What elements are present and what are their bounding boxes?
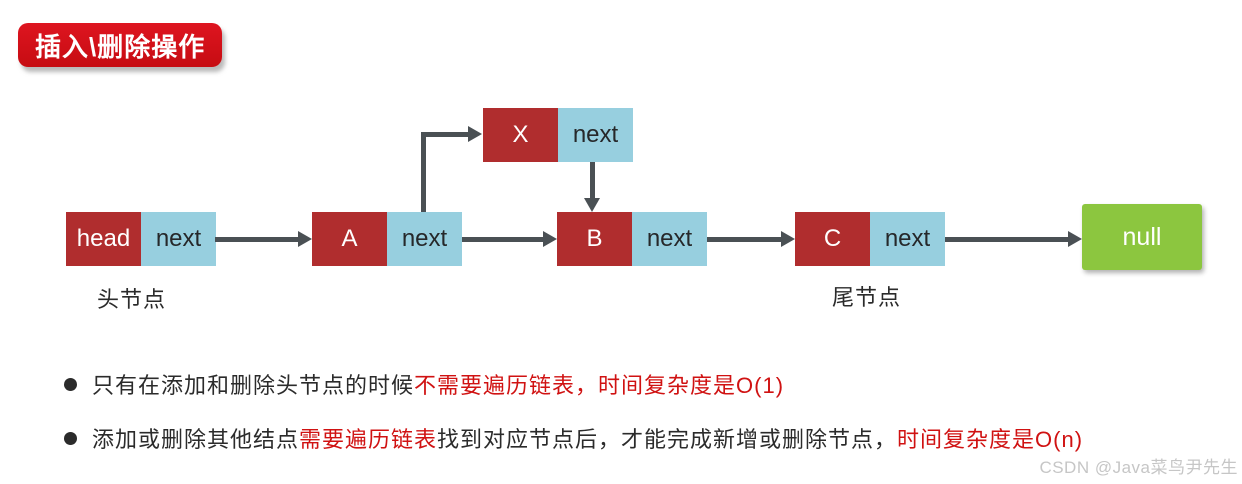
node-x-pointer-cell: next [558, 108, 633, 162]
arrow-a-next-to-x-vertical-line [421, 132, 426, 212]
node-c: C next [795, 212, 945, 266]
node-x-data-cell: X [483, 108, 558, 162]
arrow-a-to-b-line [462, 237, 543, 242]
node-c-pointer-cell: next [870, 212, 945, 266]
head-node-caption: 头节点 [97, 287, 167, 312]
tail-node-caption: 尾节点 [832, 285, 902, 310]
node-head: head next [66, 212, 216, 266]
arrow-x-next-to-b-line [590, 162, 595, 198]
node-b-pointer-cell: next [632, 212, 707, 266]
note-2-text: 添加或删除其他结点需要遍历链表找到对应节点后，才能完成新增或删除节点，时间复杂度… [92, 422, 1083, 454]
null-terminator-box: null [1082, 204, 1202, 270]
bullet-icon [64, 431, 77, 445]
note-item-1: 只有在添加和删除头节点的时候不需要遍历链表，时间复杂度是O(1) [64, 368, 784, 400]
node-head-data-cell: head [66, 212, 141, 266]
arrow-a-next-to-x-horizontal-line [421, 132, 468, 137]
arrow-a-to-b-arrowhead-icon [543, 231, 557, 247]
note-2-segment-red-2: 时间复杂度是O(n) [897, 427, 1084, 452]
arrow-b-to-c-arrowhead-icon [781, 231, 795, 247]
node-a-pointer-cell: next [387, 212, 462, 266]
arrow-head-to-a-arrowhead-icon [298, 231, 312, 247]
node-head-pointer-cell: next [141, 212, 216, 266]
note-1-segment-red: 不需要遍历链表，时间复杂度是O(1) [414, 373, 785, 398]
title-badge-label: 插入\删除操作 [35, 31, 206, 62]
arrow-c-to-null-line [945, 237, 1068, 242]
node-a-data-cell: A [312, 212, 387, 266]
note-2-segment-red-1: 需要遍历链表 [299, 427, 438, 452]
node-b: B next [557, 212, 707, 266]
note-1-segment-black: 只有在添加和删除头节点的时候 [92, 373, 415, 398]
note-1-text: 只有在添加和删除头节点的时候不需要遍历链表，时间复杂度是O(1) [92, 368, 784, 400]
note-2-segment-black-2: 找到对应节点后，才能完成新增或删除节点， [437, 427, 898, 452]
note-2-segment-black-1: 添加或删除其他结点 [92, 427, 300, 452]
node-a: A next [312, 212, 462, 266]
arrow-head-to-a-line [215, 237, 300, 242]
bullet-icon [64, 377, 77, 391]
csdn-watermark: CSDN @Java菜鸟尹先生 [1039, 458, 1238, 477]
arrow-x-next-to-b-arrowhead-icon [584, 198, 600, 212]
node-b-data-cell: B [557, 212, 632, 266]
note-item-2: 添加或删除其他结点需要遍历链表找到对应节点后，才能完成新增或删除节点，时间复杂度… [64, 422, 1083, 454]
arrow-a-next-to-x-arrowhead-icon [468, 126, 482, 142]
arrow-c-to-null-arrowhead-icon [1068, 231, 1082, 247]
arrow-b-to-c-line [707, 237, 781, 242]
node-x-inserted: X next [483, 108, 633, 162]
title-badge: 插入\删除操作 [18, 23, 223, 67]
node-c-data-cell: C [795, 212, 870, 266]
